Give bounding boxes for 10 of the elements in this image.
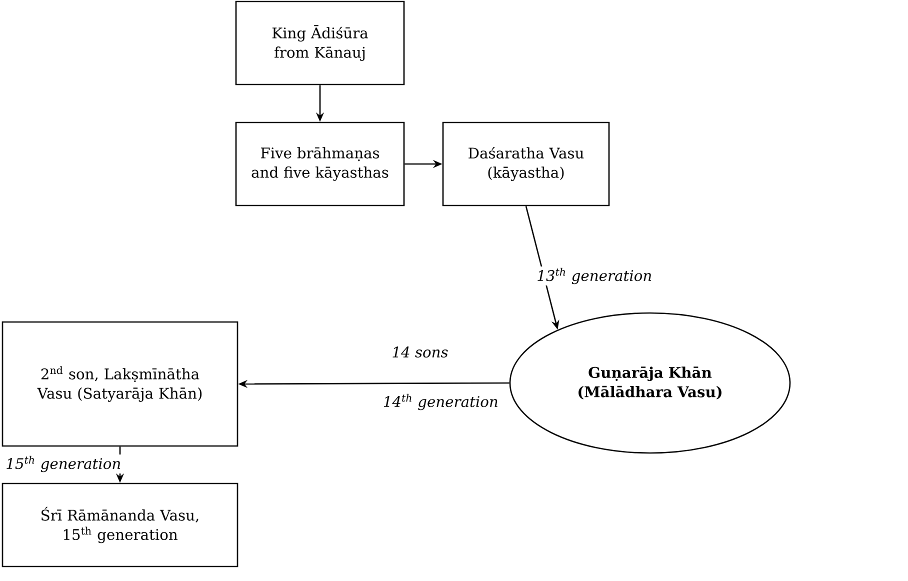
edge-label: 14 sons (392, 346, 448, 358)
process-box: Śrī Rāmānanda Vasu, 15$^{th}$ generation (2, 482, 238, 568)
ellipse-node: Guṇarāja Khān (Mālādhara Vasu) (509, 312, 791, 454)
process-box: King Ādiśūra from Kānauj (235, 0, 405, 86)
process-box: 2$^{nd}$ son, Lakṣmīnātha Vasu (Satyarāja Khān) (2, 321, 238, 447)
edge-label: 13$^{th}$ generation (538, 268, 652, 284)
process-box: Daśaratha Vasu (kāyastha) (442, 122, 610, 206)
process-box: Five brāhmaṇas and five kāyasthas (235, 122, 405, 206)
generation-label: 14$^{th}$ generation (384, 394, 498, 410)
edge-label: 15$^{th}$ generation (6, 456, 120, 472)
